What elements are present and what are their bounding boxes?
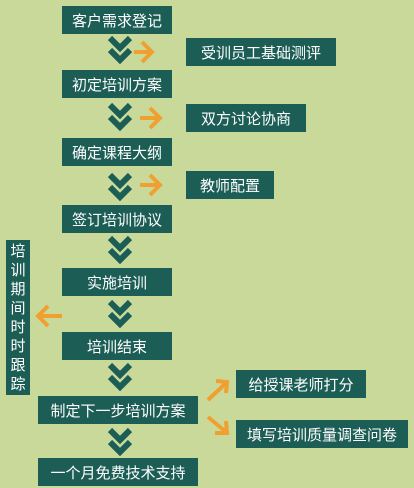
side-note-char: 时 [10,336,26,355]
branch-arrow-down-head [215,420,230,435]
side-quality-survey: 填写培训质量调查问卷 [236,420,408,448]
step-initial-plan: 初定培训方案 [62,70,172,98]
side-teacher-allocation: 教师配置 [186,171,274,199]
down-arrow-5 [107,299,133,329]
down-arrow-1 [107,35,133,65]
side-note-char: 跟 [10,355,26,374]
side-note-char: 时 [10,317,26,336]
down-arrow-6 [107,362,133,392]
down-arrow-7 [107,427,133,457]
side-negotiation: 双方讨论协商 [186,104,306,132]
side-note-char: 踪 [10,374,26,393]
side-employee-assessment: 受训员工基础测评 [186,38,336,66]
step-course-outline: 确定课程大纲 [62,138,172,166]
step-next-plan: 制定下一步培训方案 [38,396,198,424]
step-customer-registration: 客户需求登记 [62,6,172,34]
side-note-char: 培 [10,241,26,260]
step-sign-agreement: 签订培训协议 [62,205,172,233]
down-arrow-3 [107,172,133,202]
side-note-char: 间 [10,298,26,317]
branch-arrow-up-head [215,379,230,394]
branch-arrow-down [206,415,228,434]
step-training-end: 培训结束 [62,332,172,360]
side-note-char: 期 [10,279,26,298]
side-note-char: 训 [10,260,26,279]
down-arrow-4 [107,235,133,265]
step-implement-training: 实施培训 [62,268,172,296]
branch-arrow-up [206,381,228,402]
side-rate-teacher: 给授课老师打分 [236,370,366,398]
side-note-tracking: 培训期间时时跟踪 [6,240,30,395]
step-tech-support: 一个月免费技术支持 [38,458,198,486]
down-arrow-2 [107,102,133,132]
